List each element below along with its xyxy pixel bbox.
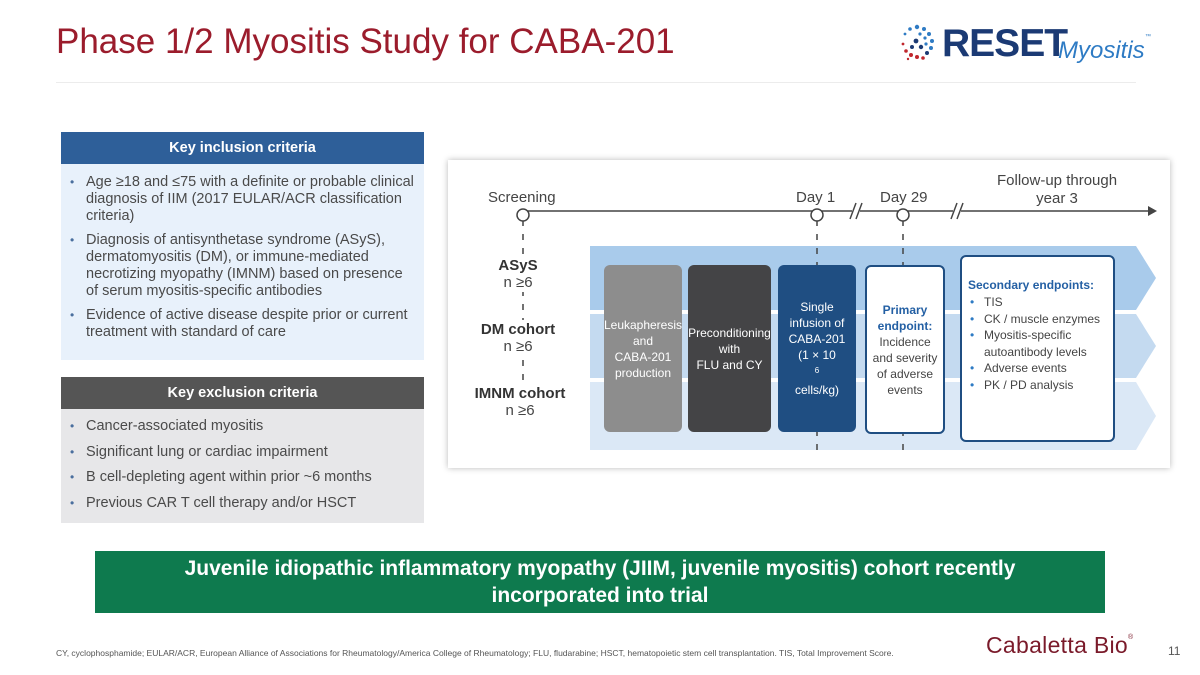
inclusion-criteria-panel: Key inclusion criteria Age ≥18 and ≤75 w… [61, 132, 424, 360]
exclusion-criteria-header: Key exclusion criteria [61, 377, 424, 409]
primary-endpoint-line: events [887, 382, 923, 397]
primary-endpoint-line: and severity [872, 350, 938, 365]
screening-milestone-icon [516, 208, 530, 222]
slide-title: Phase 1/2 Myositis Study for CABA-201 [56, 22, 675, 61]
jiim-cohort-banner: Juvenile idiopathic inflammatory myopath… [95, 551, 1105, 613]
step-leukapheresis: Leukapheresis and CABA-201 production [604, 265, 682, 432]
logo-myositis-text: Myositis [1058, 37, 1145, 64]
exclusion-criteria-body: Cancer-associated myositis Significant l… [61, 409, 424, 523]
secondary-endpoints-box: Secondary endpoints: TIS CK / muscle enz… [960, 255, 1115, 442]
timeline-label-screening: Screening [488, 189, 556, 206]
timeline-label-day29: Day 29 [880, 189, 928, 206]
exclusion-criteria-panel: Key exclusion criteria Cancer-associated… [61, 377, 424, 523]
exclusion-item: Cancer-associated myositis [69, 418, 416, 435]
axis-break-icon [849, 202, 863, 220]
study-design-diagram: Screening Day 1 Day 29 Follow-up through… [448, 160, 1170, 468]
footnote: CY, cyclophosphamide; EULAR/ACR, Europea… [56, 648, 894, 658]
registered-mark: ® [1128, 634, 1134, 641]
day29-milestone-icon [896, 208, 910, 222]
reset-logo-mark-icon [901, 24, 934, 61]
banner-line-2: incorporated into trial [491, 584, 709, 607]
inclusion-criteria-list: Age ≥18 and ≤75 with a definite or proba… [69, 174, 416, 341]
axis-break-icon [950, 202, 964, 220]
inclusion-item: Diagnosis of antisynthetase syndrome (AS… [69, 232, 416, 300]
timeline-arrowhead-icon [1148, 206, 1157, 216]
exclusion-item: B cell-depleting agent within prior ~6 m… [69, 469, 416, 486]
secondary-endpoint-item: PK / PD analysis [968, 377, 1107, 394]
primary-endpoint-title: Primary [882, 302, 928, 317]
inclusion-criteria-header: Key inclusion criteria [61, 132, 424, 164]
secondary-endpoint-item: TIS [968, 294, 1107, 311]
reset-myositis-logo: RESET Myositis ™ [896, 20, 1156, 70]
inclusion-item: Evidence of active disease despite prior… [69, 307, 416, 341]
cohort-label-imnm: IMNM cohort n ≥6 [472, 384, 568, 420]
secondary-endpoint-item: CK / muscle enzymes [968, 311, 1107, 328]
inclusion-criteria-body: Age ≥18 and ≤75 with a definite or proba… [61, 164, 424, 360]
secondary-endpoints-list: TIS CK / muscle enzymes Myositis-specifi… [968, 294, 1107, 393]
exclusion-criteria-list: Cancer-associated myositis Significant l… [69, 418, 416, 512]
banner-line-1: Juvenile idiopathic inflammatory myopath… [184, 557, 1016, 580]
step-leukapheresis-text: Leukapheresis and CABA-201 production [603, 317, 683, 380]
title-divider [56, 82, 1136, 83]
logo-reset-text: RESET [942, 22, 1068, 65]
primary-endpoint-box: Primary endpoint: Incidence and severity… [865, 265, 945, 434]
primary-endpoint-line: of adverse [876, 366, 934, 381]
exclusion-item: Previous CAR T cell therapy and/or HSCT [69, 495, 416, 512]
cabaletta-bio-logo: Cabaletta Bio® [986, 632, 1133, 659]
inclusion-item: Age ≥18 and ≤75 with a definite or proba… [69, 174, 416, 225]
timeline-label-day1: Day 1 [796, 189, 836, 206]
primary-endpoint-line: Incidence [879, 334, 931, 349]
exclusion-item: Significant lung or cardiac impairment [69, 444, 416, 461]
cohort-label-dm: DM cohort n ≥6 [478, 320, 558, 356]
logo-trademark: ™ [1145, 34, 1151, 40]
secondary-endpoints-title: Secondary endpoints: [968, 278, 1095, 292]
cohort-label-asys: ASyS n ≥6 [496, 256, 540, 292]
page-number: 11 [1168, 644, 1181, 658]
day1-milestone-icon [810, 208, 824, 222]
secondary-endpoint-item: Adverse events [968, 360, 1107, 377]
company-name: Cabaletta Bio [986, 632, 1128, 658]
secondary-endpoint-item: Myositis-specific autoantibody levels [968, 327, 1107, 360]
step-preconditioning: Preconditioning with FLU and CY [688, 265, 771, 432]
timeline-label-followup: Follow-up through year 3 [997, 172, 1118, 207]
step-preconditioning-text: Preconditioning with FLU and CY [688, 325, 771, 372]
